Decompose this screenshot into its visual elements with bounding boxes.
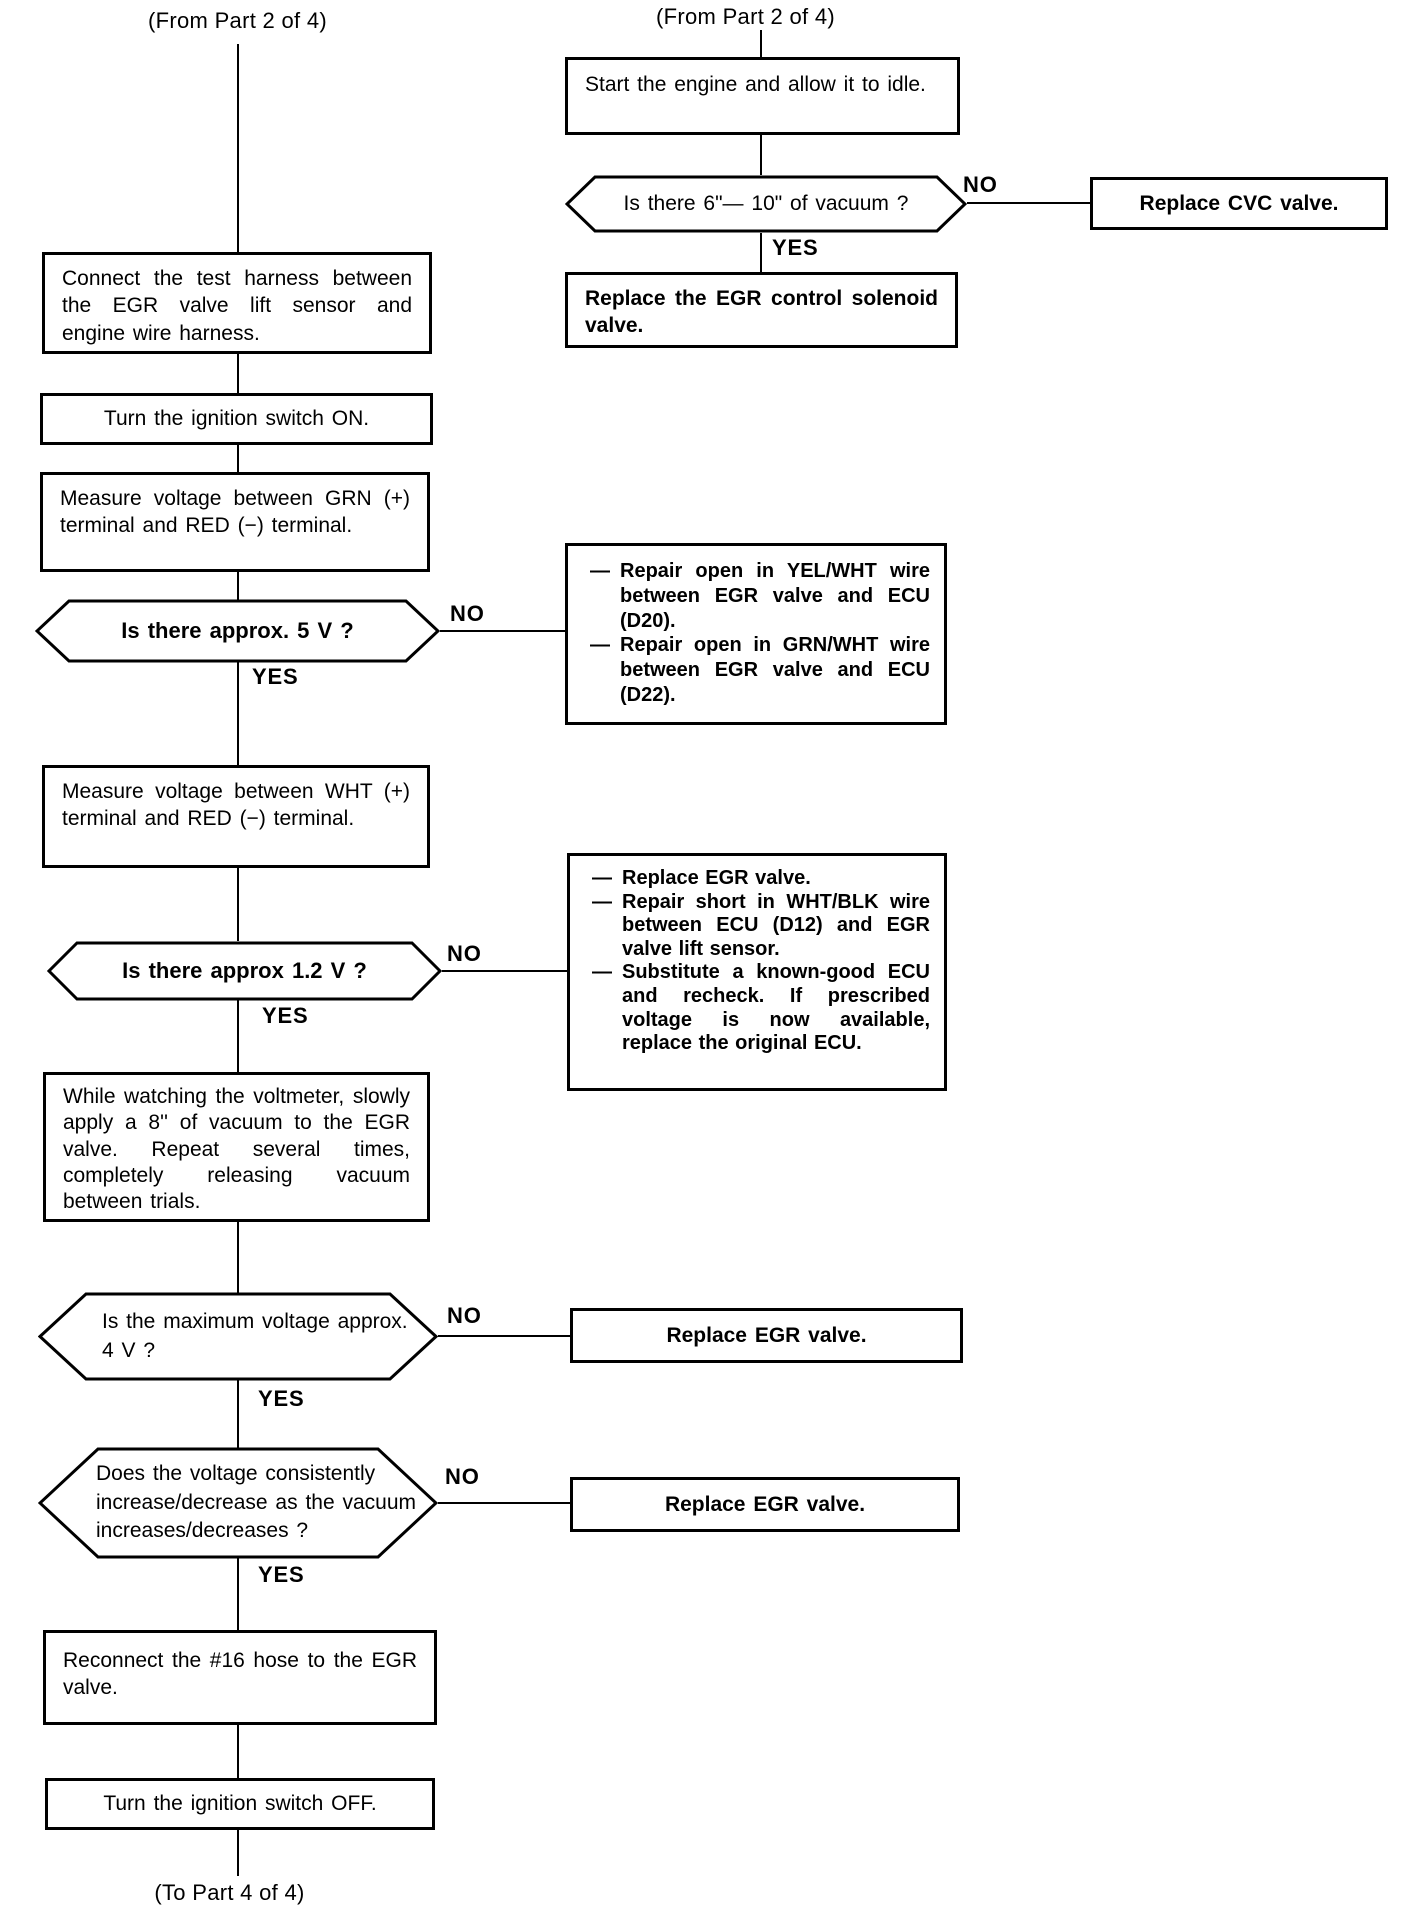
connector-line (760, 135, 762, 175)
connector-line (237, 1830, 239, 1876)
repair-item-text: Replace EGR valve. (622, 867, 811, 889)
no-label: NO (450, 601, 485, 626)
no-branch-line (442, 970, 567, 972)
process-ignition-off: Turn the ignition switch OFF. (45, 1778, 435, 1830)
yes-label: YES (772, 235, 819, 260)
repair-item: — Substitute a known-good ECU and rechec… (592, 961, 930, 1055)
connector-line (760, 30, 762, 57)
action-text: Replace EGR valve. (666, 1323, 867, 1347)
process-text: Measure voltage between GRN (+) terminal… (60, 487, 410, 538)
from-part-2-label-left: (From Part 2 of 4) (148, 8, 327, 33)
process-measure-grn-voltage: Measure voltage between GRN (+) terminal… (40, 472, 430, 572)
dash-bullet: — (592, 867, 612, 889)
action-repair-open-wires: — Repair open in YEL/WHT wire between EG… (565, 543, 947, 725)
hexagon-shape (38, 1292, 438, 1381)
repair-item: — Replace EGR valve. (592, 867, 930, 891)
action-text: Replace the EGR control solenoid valve. (585, 287, 938, 338)
process-reconnect-hose: Reconnect the #16 hose to the EGR valve. (43, 1630, 437, 1725)
connector-line (237, 868, 239, 941)
no-branch-line (438, 1335, 570, 1337)
connector-line (760, 233, 762, 272)
repair-item: — Repair open in YEL/WHT wire between EG… (590, 559, 930, 633)
connector-line (237, 1558, 239, 1630)
connector-line (237, 354, 239, 393)
dash-bullet: — (590, 560, 610, 582)
decision-approx-1-2v: Is there approx 1.2 V ? (47, 941, 442, 1001)
decision-approx-5v: Is there approx. 5 V ? (35, 599, 440, 663)
no-branch-line (440, 630, 565, 632)
process-ignition-on: Turn the ignition switch ON. (40, 393, 433, 445)
no-label: NO (445, 1464, 480, 1489)
connector-line (237, 1725, 239, 1778)
no-label: NO (963, 172, 998, 197)
decision-text: Is there approx. 5 V ? (121, 618, 354, 643)
connector-line (237, 662, 239, 765)
decision-text: Is there 6"— 10" of vacuum ? (623, 192, 909, 215)
action-text: Replace EGR valve. (664, 1492, 866, 1516)
dash-bullet: — (592, 890, 612, 913)
no-branch-line (438, 1502, 570, 1504)
yes-label: YES (258, 1562, 305, 1587)
action-repair-short-or-replace: — Replace EGR valve. — Repair short in W… (567, 853, 947, 1091)
hexagon-shape (47, 941, 442, 1001)
repair-item-text: Repair open in YEL/WHT wire between EGR … (620, 560, 930, 632)
process-text: Start the engine and allow it to idle. (585, 73, 926, 96)
yes-label: YES (252, 664, 299, 689)
connector-line (237, 445, 239, 472)
action-text: Replace CVC valve. (1139, 191, 1339, 215)
decision-text: Is there approx 1.2 V ? (122, 958, 367, 983)
no-label: NO (447, 1303, 482, 1328)
decision-vacuum-6-10: Is there 6"— 10" of vacuum ? (565, 175, 967, 233)
connector-line (237, 1222, 239, 1293)
hexagon-shape (38, 1447, 438, 1559)
connector-line (237, 1000, 239, 1072)
repair-item-text: Repair open in GRN/WHT wire between EGR … (620, 634, 930, 706)
repair-item: — Repair open in GRN/WHT wire between EG… (590, 633, 930, 707)
action-replace-egr-valve-consistent: Replace EGR valve. (570, 1477, 960, 1532)
repair-item-text: Substitute a known-good ECU and recheck.… (622, 961, 930, 1055)
process-text: Connect the test harness between the EGR… (62, 267, 412, 345)
process-text: Turn the ignition switch ON. (103, 407, 370, 431)
decision-voltage-consistent: Does the voltage consistently increase/d… (38, 1447, 438, 1559)
connector-line (237, 1380, 239, 1448)
decision-max-voltage-4v: Is the maximum voltage approx. 4 V ? (38, 1292, 438, 1381)
dash-bullet: — (592, 961, 612, 984)
yes-label: YES (262, 1003, 309, 1028)
process-start-engine: Start the engine and allow it to idle. (565, 57, 960, 135)
decision-text: Does the voltage consistently increase/d… (96, 1461, 417, 1543)
from-part-2-label-right: (From Part 2 of 4) (656, 4, 835, 29)
repair-item: — Repair short in WHT/BLK wire between E… (592, 891, 930, 962)
connector-line (237, 44, 239, 252)
process-measure-wht-voltage: Measure voltage between WHT (+) terminal… (42, 765, 430, 868)
connector-line (237, 572, 239, 600)
action-replace-egr-valve-max: Replace EGR valve. (570, 1308, 963, 1363)
decision-text: Is the maximum voltage approx. 4 V ? (102, 1309, 408, 1362)
process-text: Reconnect the #16 hose to the EGR valve. (63, 1649, 417, 1700)
process-connect-test-harness: Connect the test harness between the EGR… (42, 252, 432, 354)
process-text: Turn the ignition switch OFF. (103, 1792, 377, 1816)
hexagon-shape (35, 599, 440, 663)
hexagon-shape (565, 175, 967, 233)
no-branch-line (967, 202, 1090, 204)
no-label: NO (447, 941, 482, 966)
yes-label: YES (258, 1386, 305, 1411)
dash-bullet: — (590, 634, 610, 657)
action-replace-cvc-valve: Replace CVC valve. (1090, 177, 1388, 230)
to-part-4-label: (To Part 4 of 4) (154, 1880, 305, 1905)
action-replace-egr-solenoid: Replace the EGR control solenoid valve. (565, 272, 958, 348)
process-text: While watching the voltmeter, slowly app… (63, 1085, 410, 1213)
repair-item-text: Repair short in WHT/BLK wire between ECU… (622, 890, 930, 960)
process-apply-vacuum: While watching the voltmeter, slowly app… (43, 1072, 430, 1222)
process-text: Measure voltage between WHT (+) terminal… (62, 780, 410, 831)
